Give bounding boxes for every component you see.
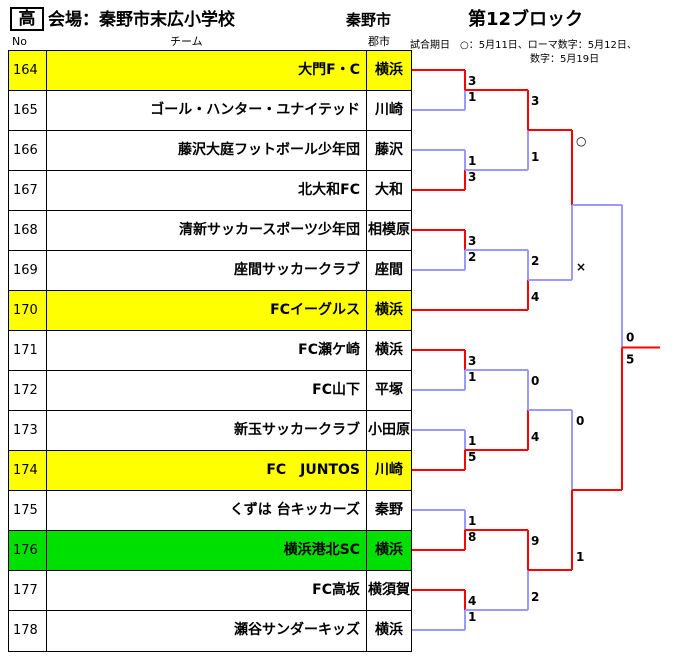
match-score: 4	[531, 430, 539, 444]
match-score: 2	[531, 254, 539, 268]
match-score: 1	[468, 370, 476, 384]
team-area: 藤沢	[375, 142, 403, 158]
match-score: 1	[468, 154, 476, 168]
team-number: 176	[9, 531, 47, 570]
match-score: 3	[468, 354, 476, 368]
column-header-no: No	[12, 35, 27, 48]
team-area: 横須賀	[368, 582, 410, 598]
match-score: 0	[626, 331, 634, 345]
team-number: 175	[9, 491, 47, 530]
team-number: 169	[9, 251, 47, 290]
team-area: 横浜	[367, 291, 411, 330]
team-area: 横浜	[367, 51, 411, 90]
team-area: 座間	[375, 262, 403, 278]
team-area: 横浜	[367, 531, 411, 570]
match-score: 3	[531, 94, 539, 108]
team-name: 北大和FC	[47, 171, 367, 210]
team-name: FC高坂	[47, 571, 367, 610]
team-name: 藤沢大庭フットボール少年団	[47, 131, 367, 170]
team-area: 小田原	[368, 422, 410, 438]
column-header-team: チーム	[170, 35, 203, 48]
team-name: 新玉サッカークラブ	[47, 411, 367, 450]
match-score: 2	[468, 250, 476, 264]
team-number: 165	[9, 91, 47, 130]
team-name: FC JUNTOS	[47, 451, 367, 490]
host-city: 秦野市	[346, 11, 392, 29]
team-number: 164	[9, 51, 47, 90]
match-dates-line2: 数字：5月19日	[530, 54, 600, 65]
team-name: ゴール・ハンター・ユナイテッド	[47, 91, 367, 130]
venue-title: 会場：秦野市末広小学校	[48, 10, 235, 30]
team-name: 清新サッカースポーツ少年団	[47, 211, 367, 250]
match-score: 5	[468, 450, 476, 464]
team-number: 166	[9, 131, 47, 170]
team-area: 横浜	[375, 342, 403, 358]
team-number: 173	[9, 411, 47, 450]
team-name: 瀬谷サンダーキッズ	[47, 611, 367, 651]
team-area: 大和	[375, 182, 403, 198]
team-number: 170	[9, 291, 47, 330]
category-badge: 高	[10, 7, 44, 31]
column-header-area: 郡市	[368, 35, 390, 48]
team-name: 横浜港北SC	[47, 531, 367, 570]
match-score: 0	[531, 374, 539, 388]
match-score: 2	[531, 590, 539, 604]
match-score: 8	[468, 530, 476, 544]
team-name: FC山下	[47, 371, 367, 410]
match-score: 3	[468, 234, 476, 248]
team-number: 168	[9, 211, 47, 250]
team-area: 秦野	[375, 502, 403, 518]
team-area: 平塚	[375, 382, 403, 398]
match-score: 1	[468, 90, 476, 104]
match-score: 1	[468, 434, 476, 448]
match-score: 4	[468, 594, 476, 608]
match-score: 0	[576, 414, 584, 428]
match-score: 1	[468, 514, 476, 528]
match-score: 1	[468, 610, 476, 624]
match-score: ×	[576, 260, 586, 274]
team-name: FCイーグルス	[47, 291, 367, 330]
match-score: 3	[468, 170, 476, 184]
team-name: 大門F・C	[47, 51, 367, 90]
match-score: 9	[531, 534, 539, 548]
team-number: 178	[9, 611, 47, 651]
team-area: 相模原	[368, 222, 410, 238]
team-area: 横浜	[375, 622, 403, 638]
team-number: 174	[9, 451, 47, 490]
team-name: くずは 台キッカーズ	[47, 491, 367, 530]
match-score: 4	[531, 290, 539, 304]
match-score: 3	[468, 74, 476, 88]
match-score: 5	[626, 353, 634, 367]
team-name: FC瀬ケ崎	[47, 331, 367, 370]
team-area: 川崎	[375, 102, 403, 118]
match-score: 1	[531, 150, 539, 164]
team-number: 171	[9, 331, 47, 370]
team-number: 177	[9, 571, 47, 610]
match-score: ○	[576, 134, 586, 148]
team-number: 172	[9, 371, 47, 410]
team-name: 座間サッカークラブ	[47, 251, 367, 290]
match-dates-line1: 試合期日 ○：5月11日、ローマ数字：5月12日、	[410, 40, 637, 51]
block-title: 第12ブロック	[468, 9, 584, 30]
team-number: 167	[9, 171, 47, 210]
match-score: 1	[576, 550, 584, 564]
team-area: 川崎	[367, 451, 411, 490]
